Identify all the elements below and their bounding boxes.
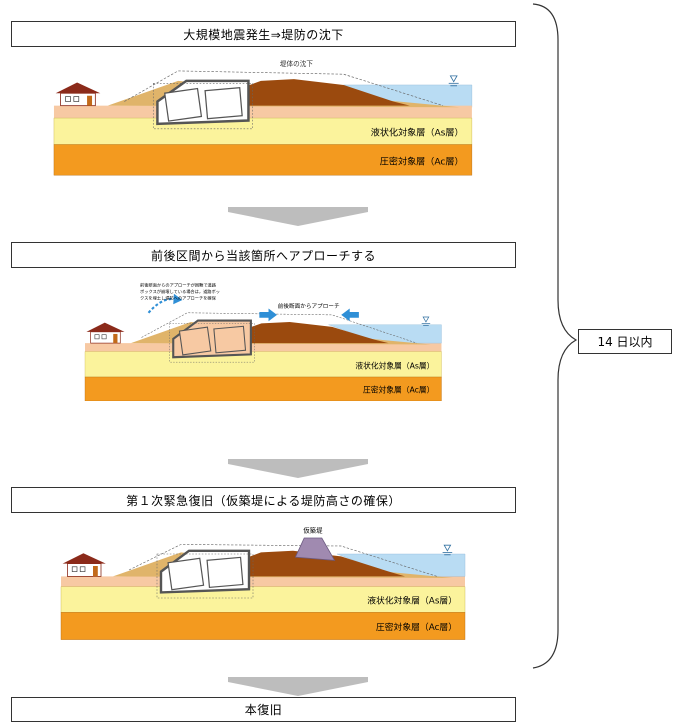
backfill-note-line-1: 前後断面からのアプローチが困難で道路: [140, 282, 217, 289]
approach-arrow-left-icon: [341, 308, 359, 322]
consolidation-layer: [84, 376, 442, 401]
approach-arrow-right-icon: [259, 308, 277, 322]
house-icon: [62, 553, 106, 577]
box-culvert-backfilled: [169, 319, 255, 363]
temporary-levee: [294, 537, 336, 561]
box-culvert: [156, 549, 254, 599]
original-levee-outline: [128, 544, 438, 577]
cross-section-temporary-levee: 仮築堤 液状化対象層（As層） 圧密対象層（Ac層）: [60, 525, 466, 640]
timeframe-brace: [532, 3, 578, 669]
water-level-icon: [421, 316, 431, 326]
flow-arrow-shaft-3: [228, 677, 368, 682]
temporary-levee-label: 仮築堤: [303, 525, 323, 534]
water-level-icon: [442, 544, 453, 556]
consolidation-layer-label: 圧密対象層（Ac層）: [376, 621, 457, 633]
box-culvert: [152, 79, 253, 130]
backfill-approach-arrowhead: [173, 293, 183, 305]
duration-label: 14 日以内: [578, 329, 672, 354]
surface-layer: [53, 105, 472, 119]
step-title-4: 本復旧: [11, 697, 516, 722]
backfill-note-line-2: ボックスが崩壊している場合は，道路ボッ: [140, 288, 220, 295]
liquefaction-layer-label: 液状化対象層（As層）: [371, 126, 464, 138]
original-levee-outline: [124, 70, 444, 106]
consolidation-layer: [53, 144, 473, 176]
consolidation-layer: [60, 612, 466, 640]
house-icon: [55, 82, 101, 107]
flow-arrow-1: [228, 212, 368, 226]
house-icon: [86, 322, 125, 344]
cross-section-settlement: 堤体の沈下 液状化対象層（As層） 圧密対象層（Ac層）: [53, 59, 473, 176]
surface-layer: [85, 343, 442, 352]
liquefaction-layer: [53, 117, 473, 145]
flow-arrow-shaft-2: [228, 459, 368, 464]
flow-arrow-shaft-1: [228, 207, 368, 212]
approach-label: 前後断面からアプローチ: [278, 302, 340, 310]
liquefaction-layer-label: 液状化対象層（As層）: [355, 361, 434, 371]
consolidation-layer-label: 圧密対象層（Ac層）: [380, 155, 464, 167]
cross-section-approach: 前後断面からのアプローチが困難で道路 ボックスが崩壊している場合は，道路ボッ ク…: [84, 282, 442, 401]
liquefaction-layer-label: 液状化対象層（As層）: [367, 595, 457, 607]
backfill-note-line-3: クスを埋土し堤防へのアプローチを確保: [140, 294, 217, 301]
step-title-2: 前後区間から当該箇所へアプローチする: [11, 242, 516, 268]
consolidation-layer-label: 圧密対象層（Ac層）: [363, 385, 434, 395]
flow-arrow-2: [228, 464, 368, 478]
liquefaction-layer: [60, 586, 466, 613]
backfill-approach-arrow: [147, 297, 177, 314]
surface-layer: [61, 576, 465, 587]
water-level-icon: [448, 75, 459, 87]
step-title-3: 第１次緊急復旧（仮築堤による堤防高さの確保）: [11, 487, 516, 513]
liquefaction-layer: [84, 351, 442, 378]
flow-arrow-3: [228, 682, 368, 696]
step-title-1: 大規模地震発生⇒堤防の沈下: [11, 21, 516, 47]
settlement-label: 堤体の沈下: [280, 59, 313, 68]
